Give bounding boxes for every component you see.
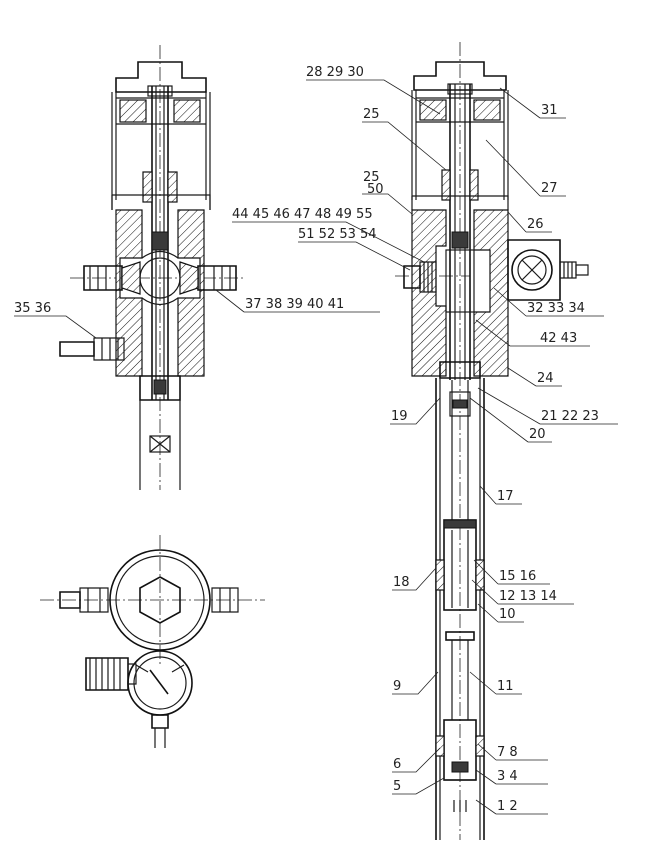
inlet-screen [453, 800, 467, 812]
callout-18: 18 [393, 575, 410, 590]
callout-28-29-30: 28 29 30 [306, 65, 364, 80]
left-inlet-tube [59, 341, 95, 357]
right-diaphragm-right [473, 99, 501, 121]
callout-17: 17 [497, 489, 514, 504]
left-section-view [59, 45, 245, 490]
callout-35-36: 35 36 [14, 301, 51, 316]
callout-25-upper: 25 [363, 107, 380, 122]
callout-3-4: 3 4 [497, 769, 518, 784]
topview-outer-circle [109, 549, 211, 651]
callout-labels: 28 29 30 31 25 27 25 50 26 44 45 46 47 4… [14, 65, 599, 814]
callout-42-43: 42 43 [540, 331, 577, 346]
callout-leaders [14, 79, 618, 815]
callout-27: 27 [541, 181, 558, 196]
callout-20: 20 [529, 427, 546, 442]
right-upper-stem [449, 84, 471, 380]
callout-12-14: 12 13 14 [499, 589, 557, 604]
callout-37-41: 37 38 39 40 41 [245, 297, 344, 312]
left-top-cap [115, 61, 207, 93]
left-outlet-pipe [139, 400, 181, 490]
left-body-block-left [115, 209, 143, 377]
right-housing [411, 90, 509, 200]
left-inlet-nut [93, 337, 125, 361]
topview-left-nut [79, 587, 109, 613]
callout-24: 24 [537, 371, 554, 386]
callout-21-23: 21 22 23 [541, 409, 599, 424]
callout-50: 50 [367, 182, 384, 197]
right-valve-nipple [575, 264, 589, 276]
callout-9: 9 [393, 679, 401, 694]
callout-32-34: 32 33 34 [527, 301, 585, 316]
callout-15-16: 15 16 [499, 569, 536, 584]
callout-6: 6 [393, 757, 401, 772]
left-housing [115, 92, 207, 200]
gauge-knob [85, 657, 129, 691]
topview-hex-nut [139, 576, 181, 624]
callout-25-lower: 25 [363, 170, 380, 185]
right-valve-dial [511, 249, 553, 291]
bottom-left-top-view [40, 535, 265, 748]
callout-7-8: 7 8 [497, 745, 518, 760]
pump-rod-upper [451, 380, 469, 520]
callout-31: 31 [541, 103, 558, 118]
left-fitting-left [83, 265, 123, 291]
callout-44-55: 44 45 46 47 48 49 55 [232, 207, 373, 222]
left-diaphragm-left [119, 99, 147, 123]
callout-5: 5 [393, 779, 401, 794]
callout-51-54: 51 52 53 54 [298, 227, 377, 242]
right-section-view [395, 42, 589, 840]
mid-valve-seat [445, 631, 475, 641]
callout-19: 19 [391, 409, 408, 424]
gauge-stem [154, 728, 166, 748]
topview-right-nut [211, 587, 239, 613]
right-body-block-right [473, 209, 509, 377]
left-pipe-marker [149, 435, 171, 453]
right-valve-assembly [507, 239, 561, 301]
left-housing-outer [111, 92, 211, 210]
callout-10: 10 [499, 607, 516, 622]
callout-1-2: 1 2 [497, 799, 518, 814]
callout-26: 26 [527, 217, 544, 232]
pump-rod-lower [451, 640, 469, 720]
callout-11: 11 [497, 679, 514, 694]
right-body-block-left [411, 209, 447, 377]
left-diaphragm-right [173, 99, 201, 123]
right-top-cap [413, 61, 507, 91]
gauge-needle [149, 669, 169, 695]
